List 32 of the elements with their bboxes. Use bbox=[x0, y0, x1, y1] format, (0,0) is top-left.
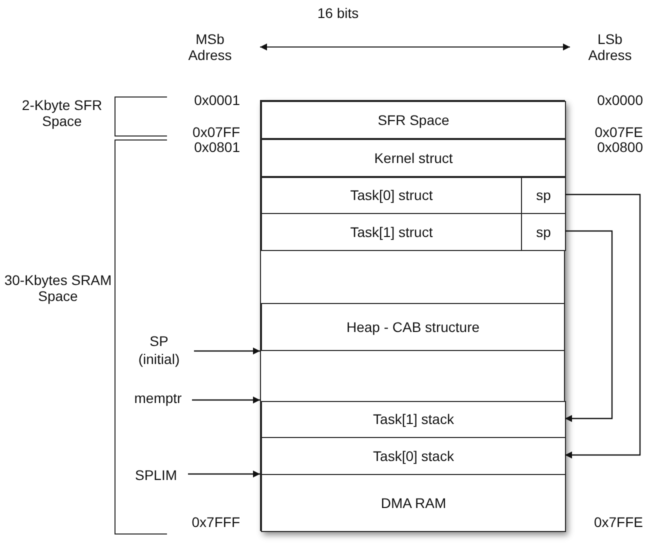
address-label: 0x7FFF bbox=[190, 514, 240, 530]
memory-region: SFR Space bbox=[261, 101, 566, 139]
memory-region: Task[0] struct bbox=[261, 177, 522, 214]
memory-region: sp bbox=[521, 177, 566, 214]
arrow bbox=[194, 348, 260, 354]
pointer-label: SP (initial) bbox=[137, 332, 181, 368]
address-label: 0x7FFE bbox=[592, 514, 643, 530]
memory-map-block bbox=[260, 100, 565, 531]
column-label: LSb Adress bbox=[587, 31, 633, 64]
dimension-label: 16 bits bbox=[316, 5, 360, 22]
column-label: MSb Adress bbox=[187, 31, 233, 64]
memory-region: Task[1] stack bbox=[261, 401, 566, 438]
memory-region: Heap - CAB structure bbox=[261, 303, 565, 351]
address-label: 0x0800 bbox=[596, 139, 643, 156]
memory-region: Task[1] struct bbox=[261, 213, 522, 251]
memory-region: Task[0] stack bbox=[261, 437, 566, 475]
memory-region: sp bbox=[521, 213, 566, 251]
arrow bbox=[192, 396, 260, 404]
arrow bbox=[565, 194, 641, 458]
address-label: 0x0801 bbox=[193, 139, 240, 156]
address-label: 0x0000 bbox=[596, 92, 643, 108]
region-label: 30-Kbytes SRAM Space bbox=[4, 272, 112, 304]
arrow bbox=[565, 230, 613, 422]
address-label: 0x07FF bbox=[192, 124, 240, 140]
region-label: 2-Kbyte SFR Space bbox=[20, 97, 104, 130]
address-label: 0x0001 bbox=[193, 92, 240, 108]
memory-region: Kernel struct bbox=[261, 139, 566, 177]
pointer-label: memptr bbox=[134, 388, 182, 408]
memory-region: DMA RAM bbox=[261, 474, 566, 532]
arrow bbox=[188, 470, 260, 478]
address-label: 0x07FE bbox=[594, 124, 643, 140]
pointer-label: SPLIM bbox=[134, 466, 177, 484]
